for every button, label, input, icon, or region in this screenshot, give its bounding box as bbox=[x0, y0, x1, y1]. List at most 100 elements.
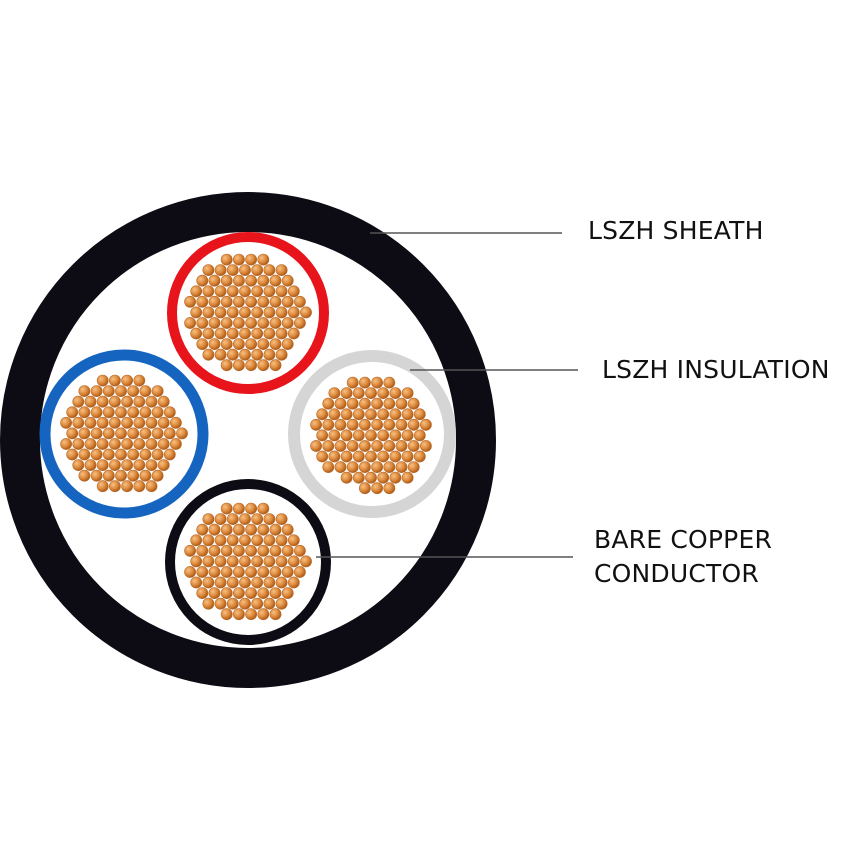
copper-strand bbox=[245, 502, 257, 515]
copper-strand bbox=[109, 395, 121, 408]
copper-strand bbox=[269, 317, 282, 329]
copper-strand bbox=[163, 448, 176, 461]
copper-strand bbox=[346, 461, 359, 473]
copper-strand bbox=[90, 469, 103, 482]
copper-strand bbox=[220, 523, 233, 536]
copper-strand bbox=[102, 448, 115, 461]
copper-strand bbox=[340, 450, 353, 463]
copper-strand bbox=[139, 406, 152, 419]
copper-strand bbox=[281, 544, 294, 557]
copper-strand bbox=[133, 416, 146, 429]
copper-strand bbox=[287, 576, 300, 589]
copper-strand bbox=[208, 523, 221, 536]
copper-strand bbox=[220, 544, 233, 557]
copper-strand bbox=[383, 418, 396, 431]
copper-strand bbox=[151, 427, 164, 440]
copper-strand bbox=[395, 461, 408, 473]
copper-strand bbox=[263, 348, 276, 361]
copper-strand bbox=[352, 471, 365, 484]
copper-strand bbox=[220, 274, 233, 287]
label-bare-copper-conductor: BARE COPPER CONDUCTOR bbox=[594, 523, 772, 591]
copper-strand bbox=[413, 450, 426, 463]
copper-strand bbox=[401, 450, 414, 463]
copper-strand bbox=[66, 406, 79, 419]
copper-strand bbox=[407, 440, 420, 452]
copper-strand bbox=[190, 327, 203, 340]
copper-strand bbox=[293, 317, 306, 329]
copper-strand bbox=[251, 597, 264, 610]
core-grey bbox=[288, 350, 456, 518]
copper-strand bbox=[245, 253, 257, 266]
copper-strand bbox=[371, 482, 383, 495]
copper-strand bbox=[251, 327, 264, 340]
copper-strand bbox=[316, 429, 329, 442]
copper-strand bbox=[245, 523, 257, 536]
copper-strand bbox=[220, 587, 233, 599]
copper-strand bbox=[232, 317, 245, 329]
copper-strand bbox=[220, 295, 233, 308]
copper-strand bbox=[300, 306, 312, 319]
copper-strand bbox=[133, 459, 146, 471]
copper-strand bbox=[352, 408, 365, 421]
copper-strand bbox=[263, 327, 276, 340]
copper-strand bbox=[358, 418, 371, 431]
copper-strand bbox=[239, 327, 251, 340]
copper-strand bbox=[352, 429, 365, 442]
copper-strand bbox=[121, 480, 133, 493]
copper-strand bbox=[365, 471, 377, 484]
label-conductor-line-1: BARE COPPER bbox=[594, 525, 773, 554]
copper-strand bbox=[102, 385, 115, 397]
copper-strand bbox=[245, 608, 257, 621]
copper-strand bbox=[275, 264, 288, 276]
copper-strand bbox=[196, 338, 209, 350]
copper-strand bbox=[145, 416, 158, 429]
copper-strand bbox=[90, 406, 103, 419]
copper-strand bbox=[214, 327, 227, 340]
copper-strand bbox=[133, 480, 146, 493]
copper-strand bbox=[145, 438, 158, 450]
copper-strand bbox=[115, 448, 127, 461]
copper-strand bbox=[407, 397, 420, 410]
copper-strand bbox=[239, 597, 251, 610]
copper-strand bbox=[214, 264, 227, 276]
copper-strand bbox=[263, 576, 276, 589]
copper-strand bbox=[202, 513, 215, 525]
copper-strand bbox=[84, 438, 97, 450]
copper-strand bbox=[263, 513, 276, 525]
copper-strand bbox=[275, 513, 288, 525]
copper-strand bbox=[383, 397, 396, 410]
copper-strand bbox=[395, 418, 408, 431]
copper-strand bbox=[109, 374, 121, 387]
copper-strand bbox=[257, 544, 270, 557]
copper-strand bbox=[389, 387, 402, 399]
copper-strand bbox=[281, 566, 294, 578]
copper-strand bbox=[202, 306, 215, 319]
copper-strand bbox=[232, 338, 245, 350]
copper-strand bbox=[245, 587, 257, 599]
copper-strand bbox=[383, 376, 396, 389]
copper-strand bbox=[310, 418, 322, 431]
copper-strand bbox=[169, 438, 182, 450]
copper-strand bbox=[190, 534, 203, 547]
copper-strand bbox=[275, 327, 288, 340]
copper-strand bbox=[275, 597, 288, 610]
copper-strand bbox=[96, 459, 109, 471]
copper-strand bbox=[157, 416, 170, 429]
copper-strand bbox=[257, 523, 270, 536]
copper-strand bbox=[157, 459, 170, 471]
copper-strand bbox=[220, 566, 233, 578]
copper-strand bbox=[377, 429, 390, 442]
copper-strand bbox=[214, 597, 227, 610]
copper-strand bbox=[232, 502, 245, 515]
copper-strand bbox=[251, 555, 264, 568]
copper-strand bbox=[220, 502, 233, 515]
label-conductor-line-2: CONDUCTOR bbox=[594, 559, 759, 588]
copper-strand bbox=[133, 438, 146, 450]
core-black-copper-strands bbox=[184, 502, 312, 621]
copper-strand bbox=[358, 482, 371, 495]
copper-strand bbox=[121, 374, 133, 387]
copper-strand bbox=[96, 416, 109, 429]
copper-strand bbox=[127, 469, 140, 482]
copper-strand bbox=[220, 338, 233, 350]
copper-strand bbox=[78, 427, 91, 440]
